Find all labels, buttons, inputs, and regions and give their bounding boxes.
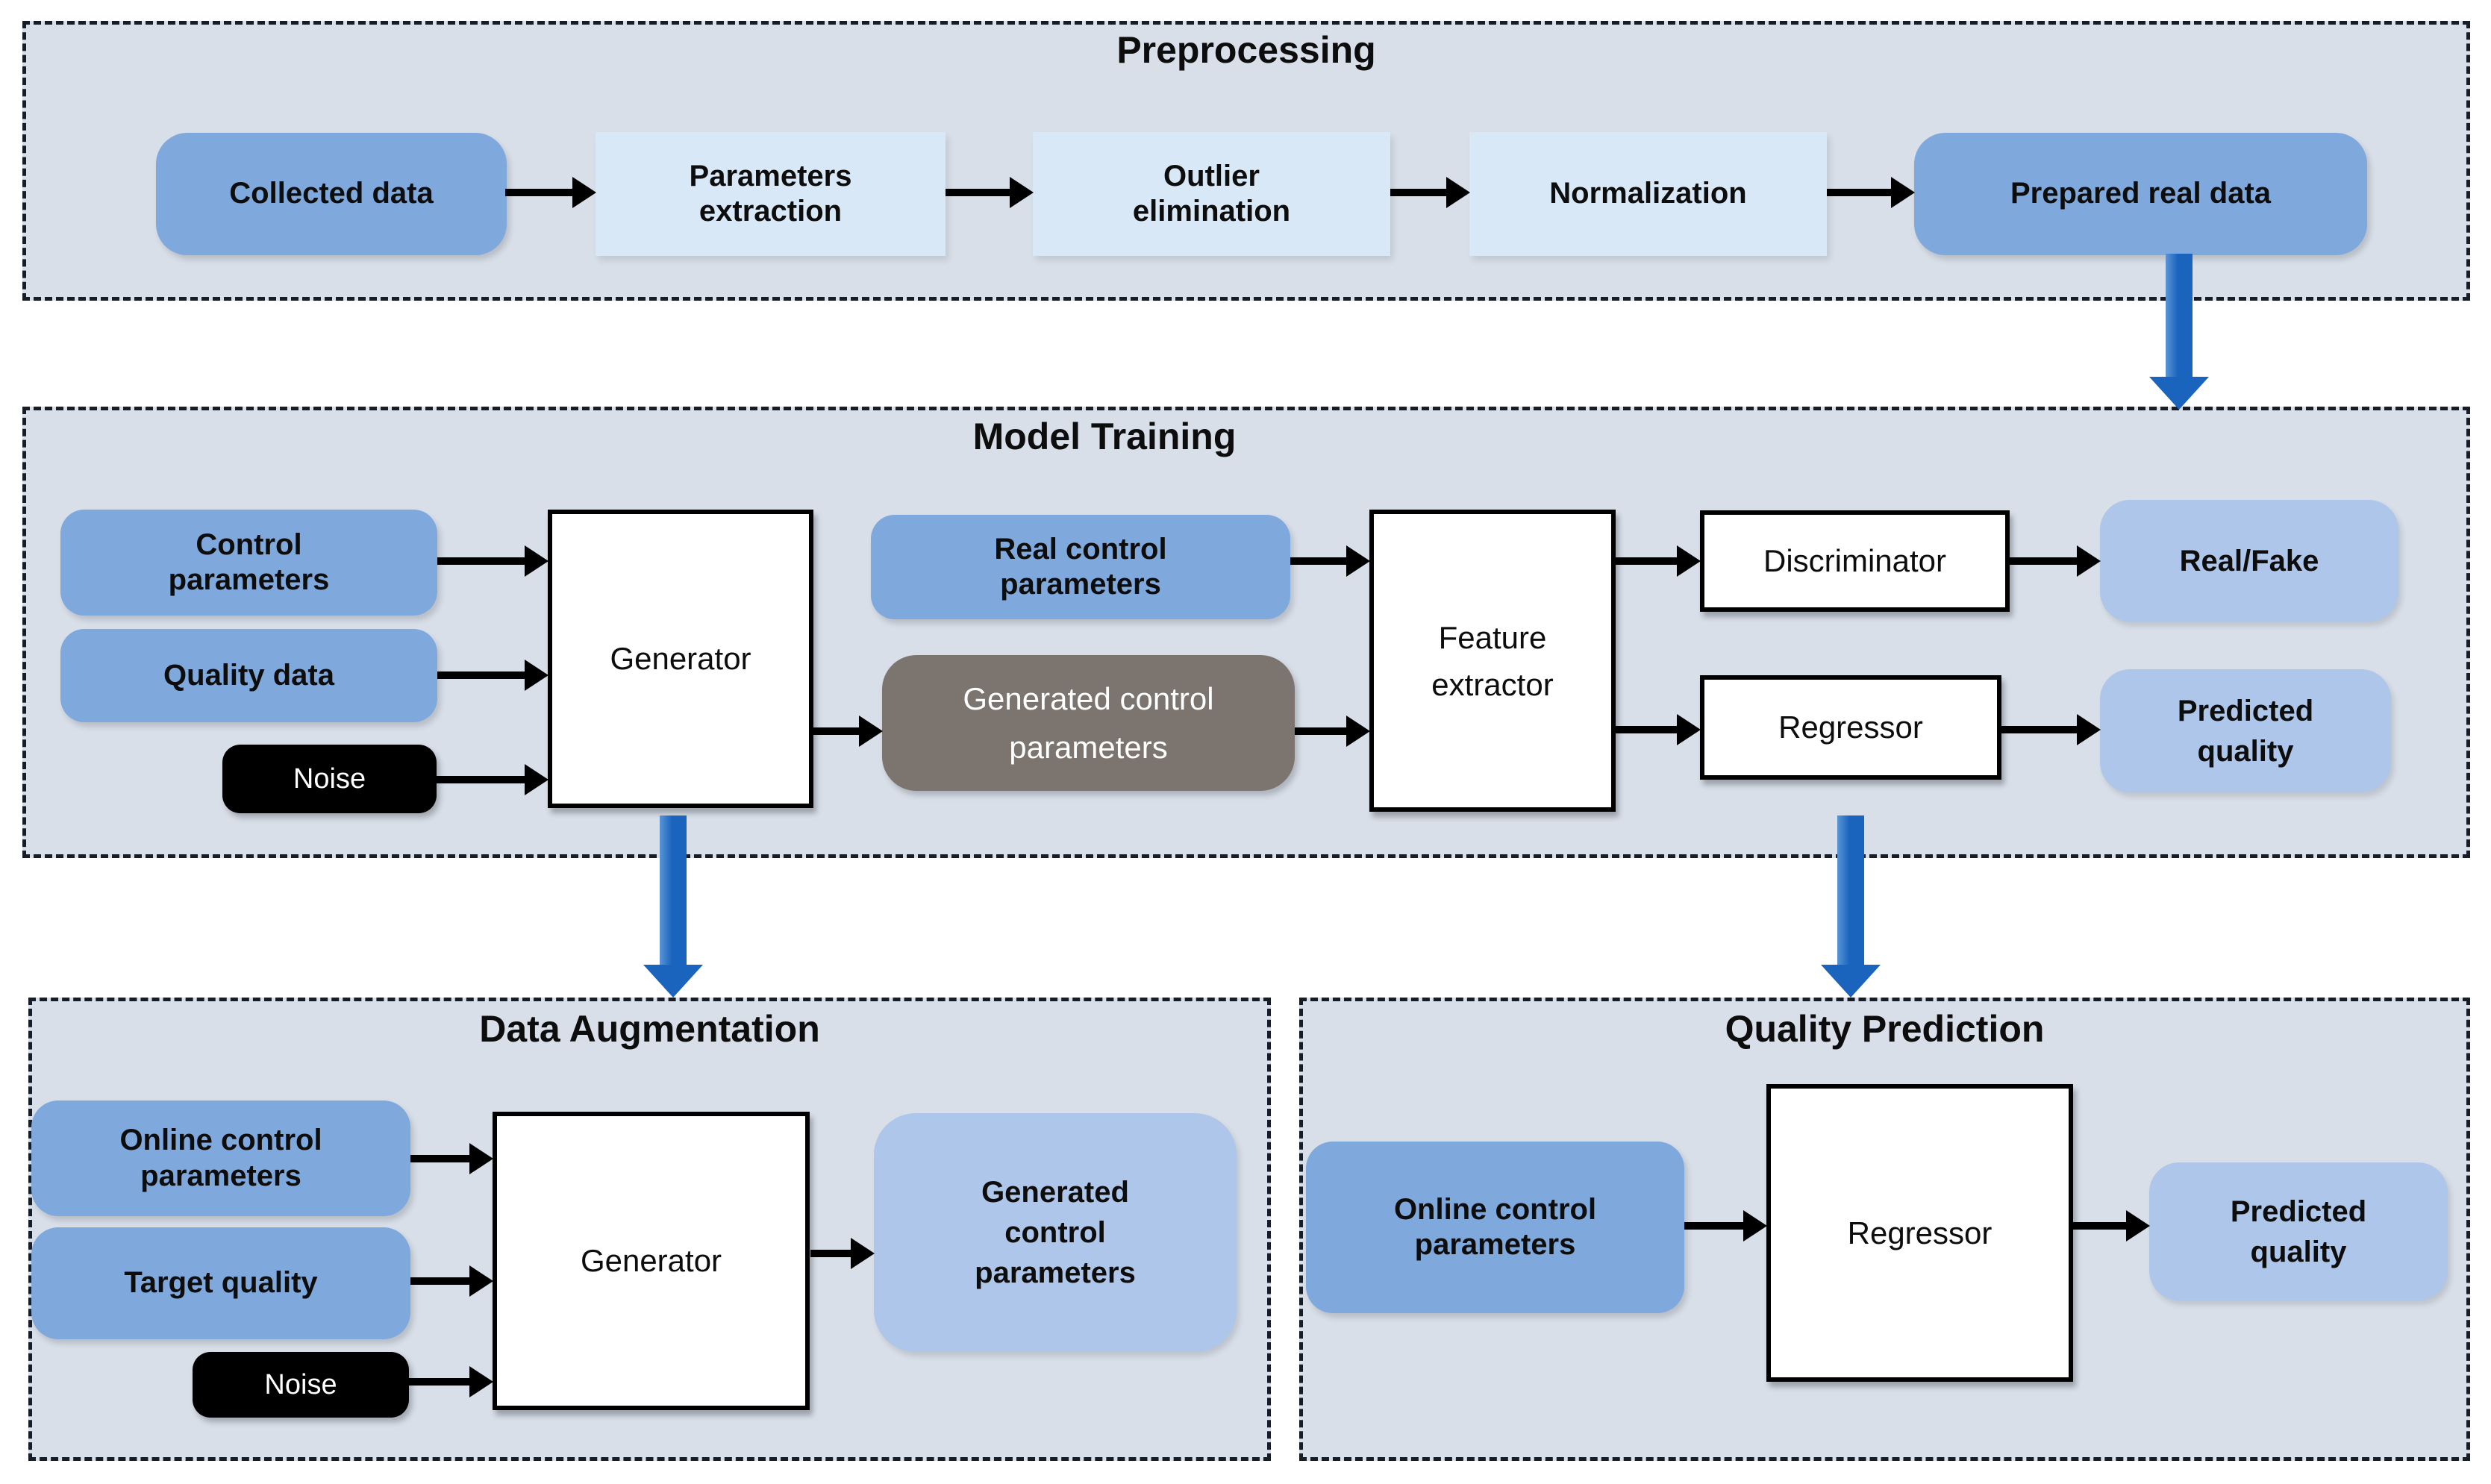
quality-prediction-title: Quality Prediction	[1725, 1008, 2045, 1050]
arrow-real-params-to-feature-extractor	[1290, 557, 1347, 565]
arrow-regressor-to-predicted-quality-qp	[2073, 1222, 2127, 1230]
arrow-online-params-to-regressor-qp	[1684, 1222, 1744, 1230]
regressor-box-qp: Regressor	[1766, 1084, 2073, 1382]
generator-box-mt: Generator	[548, 510, 813, 808]
arrow-generator-to-generated-params-da	[810, 1250, 851, 1257]
preprocessing-title: Preprocessing	[1116, 29, 1376, 71]
arrow-feature-extractor-to-regressor	[1616, 726, 1678, 733]
arrow-control-params-to-generator	[437, 557, 525, 565]
arrow-collected-to-parameters	[505, 189, 573, 196]
noise-box-mt: Noise	[222, 745, 437, 813]
flow-arrow-prepared-to-training-head	[2149, 377, 2209, 410]
real-fake-box: Real/Fake	[2100, 500, 2398, 622]
target-quality-box: Target quality	[31, 1227, 410, 1339]
arrow-parameters-to-outlier	[946, 189, 1010, 196]
predicted-quality-box-mt: Predicted quality	[2100, 669, 2391, 792]
arrow-normalization-to-prepared	[1827, 189, 1892, 196]
generated-control-parameters-box-mt: Generated control parameters	[882, 655, 1295, 791]
quality-data-box: Quality data	[60, 629, 437, 722]
arrow-generated-params-to-feature-extractor	[1295, 727, 1347, 735]
arrow-quality-data-to-generator	[437, 671, 525, 679]
arrow-target-quality-to-generator-da	[410, 1277, 470, 1285]
data-augmentation-title: Data Augmentation	[479, 1008, 820, 1050]
arrow-feature-extractor-to-discriminator	[1616, 557, 1678, 565]
discriminator-box: Discriminator	[1700, 510, 2010, 612]
flow-arrow-generator-to-augmentation-bar	[660, 815, 687, 966]
arrow-outlier-to-normalization	[1390, 189, 1447, 196]
predicted-quality-box-qp: Predicted quality	[2149, 1162, 2448, 1300]
generated-control-parameters-box-da: Generated control parameters	[874, 1113, 1237, 1352]
online-control-parameters-box-da: Online control parameters	[31, 1101, 410, 1216]
arrow-noise-to-generator-da	[409, 1378, 470, 1386]
prepared-real-data-box: Prepared real data	[1914, 133, 2367, 255]
arrow-regressor-to-predicted-quality	[2001, 726, 2078, 733]
flow-arrow-generator-to-augmentation-head	[643, 965, 703, 998]
real-control-parameters-box: Real control parameters	[871, 515, 1290, 619]
noise-box-da: Noise	[193, 1352, 409, 1418]
outlier-elimination-box: Outlier elimination	[1033, 132, 1390, 256]
arrow-discriminator-to-real-fake	[2010, 557, 2078, 565]
arrow-noise-to-generator-mt	[437, 776, 525, 783]
generator-box-da: Generator	[493, 1112, 810, 1410]
normalization-box: Normalization	[1469, 132, 1827, 256]
arrow-generator-to-generated-params	[813, 727, 860, 735]
parameters-extraction-box: Parameters extraction	[596, 132, 946, 256]
flow-arrow-prepared-to-training-bar	[2166, 254, 2192, 378]
regressor-box-mt: Regressor	[1700, 675, 2001, 780]
feature-extractor-box: Feature extractor	[1369, 510, 1616, 812]
control-parameters-box: Control parameters	[60, 510, 437, 616]
collected-data-box: Collected data	[156, 133, 507, 255]
online-control-parameters-box-qp: Online control parameters	[1306, 1142, 1684, 1313]
flow-arrow-regressor-to-prediction-head	[1821, 965, 1881, 998]
flow-arrow-regressor-to-prediction-bar	[1837, 815, 1864, 966]
model-training-title: Model Training	[972, 416, 1237, 457]
arrow-online-params-to-generator-da	[410, 1155, 470, 1162]
